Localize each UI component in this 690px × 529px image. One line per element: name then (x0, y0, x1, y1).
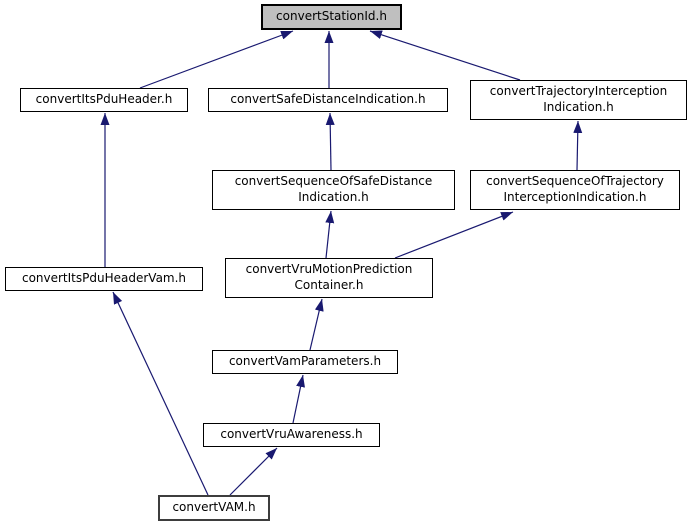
node-convert-vru-awareness[interactable]: convertVruAwareness.h (203, 423, 380, 447)
node-convert-vam-parameters[interactable]: convertVamParameters.h (212, 350, 398, 374)
dependency-edge (112, 291, 209, 496)
node-convert-trajectory-interception-indication[interactable]: convertTrajectoryInterception Indication… (470, 80, 687, 120)
dependency-edge (139, 30, 294, 89)
dependency-edge (325, 112, 335, 171)
dependency-edge (309, 298, 324, 351)
node-convert-vam[interactable]: convertVAM.h (158, 495, 270, 521)
node-convert-sequence-of-safe-distance-indication[interactable]: convertSequenceOfSafeDistance Indication… (212, 170, 455, 210)
node-convert-station-id: convertStationId.h (261, 4, 402, 30)
node-convert-safe-distance-indication[interactable]: convertSafeDistanceIndication.h (208, 88, 448, 112)
dependency-edge (394, 211, 514, 259)
node-convert-its-pdu-header-vam[interactable]: convertItsPduHeaderVam.h (5, 267, 203, 291)
dependency-edge (369, 30, 521, 81)
node-convert-its-pdu-header[interactable]: convertItsPduHeader.h (20, 88, 188, 112)
node-convert-vru-motion-prediction-container[interactable]: convertVruMotionPrediction Container.h (225, 258, 433, 298)
dependency-edge (292, 374, 305, 424)
dependency-edge (325, 210, 335, 259)
dependency-edge (229, 447, 278, 496)
dependency-edge (573, 120, 583, 171)
node-convert-sequence-of-trajectory-interception-indication[interactable]: convertSequenceOfTrajectory Interception… (470, 170, 680, 210)
